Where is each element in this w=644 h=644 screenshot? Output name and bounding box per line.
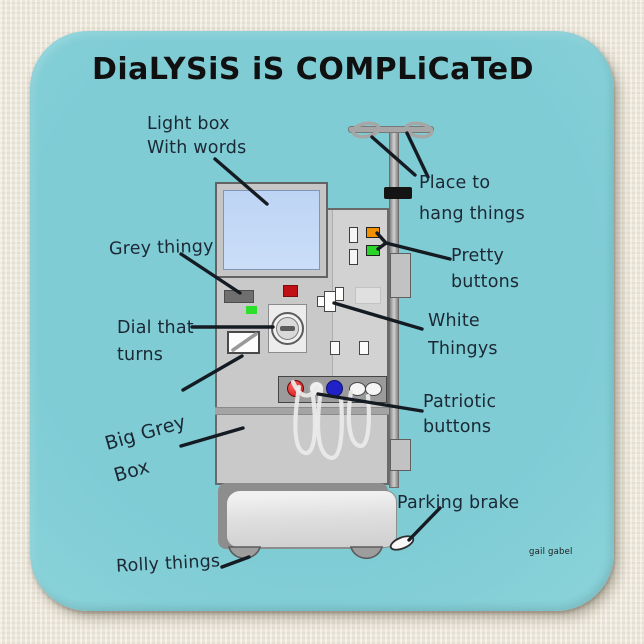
dial-slot bbox=[280, 326, 295, 331]
iv-pole bbox=[389, 128, 399, 488]
white-round-button bbox=[308, 380, 325, 397]
label-white-thingys: White Thingys bbox=[428, 307, 498, 363]
label-line: Patriotic bbox=[423, 392, 497, 412]
label-line: Parking brake bbox=[397, 493, 520, 513]
panel-pad bbox=[355, 287, 381, 304]
pole-bracket-bottom bbox=[390, 439, 411, 471]
label-line: Light box bbox=[147, 114, 230, 134]
small-button-1 bbox=[330, 341, 340, 355]
label-light-box: Light box With words bbox=[147, 112, 246, 160]
blue-round-button bbox=[326, 380, 343, 397]
line-clamp-right bbox=[335, 287, 344, 301]
label-grey-thingy: Grey thingy bbox=[109, 235, 214, 262]
page-title: DiaLYSiS iS COMPLiCaTeD bbox=[91, 52, 535, 87]
small-button-2 bbox=[359, 341, 369, 355]
label-line: Grey thingy bbox=[108, 236, 214, 260]
pole-bracket-top bbox=[390, 253, 411, 298]
label-line: With words bbox=[147, 138, 247, 158]
label-line: hang things bbox=[419, 204, 525, 224]
machine-base bbox=[226, 490, 397, 548]
label-patriotic-buttons: Patriotic buttons bbox=[423, 390, 496, 440]
monitor-screen bbox=[223, 190, 320, 270]
label-place-to-hang: Place to hang things bbox=[419, 168, 525, 230]
label-line: Thingys bbox=[428, 339, 498, 359]
panel-button-1 bbox=[349, 227, 358, 243]
label-line: Pretty bbox=[451, 246, 505, 266]
divider-band bbox=[215, 407, 389, 415]
label-parking-brake: Parking brake bbox=[397, 491, 519, 515]
panel-button-2 bbox=[349, 249, 358, 265]
green-indicator bbox=[246, 306, 257, 314]
oval-button-2 bbox=[365, 382, 382, 396]
label-line: turns bbox=[117, 345, 164, 365]
green-button bbox=[366, 245, 380, 256]
orange-button bbox=[366, 227, 380, 238]
red-indicator bbox=[283, 285, 298, 297]
red-round-button bbox=[287, 380, 304, 397]
label-line: Place to bbox=[419, 173, 491, 193]
grey-indicator bbox=[224, 290, 254, 303]
artist-signature: gail gabel bbox=[529, 547, 573, 557]
iv-pole-crossbar bbox=[348, 126, 434, 133]
label-line: buttons bbox=[423, 417, 492, 437]
label-line: buttons bbox=[451, 272, 520, 292]
label-line: Dial that bbox=[117, 318, 194, 338]
label-dial-that-turns: Dial that turns bbox=[117, 315, 194, 369]
lever-switch bbox=[227, 331, 260, 354]
label-pretty-buttons: Pretty buttons bbox=[451, 243, 519, 295]
pole-clamp bbox=[384, 187, 412, 199]
oval-button-1 bbox=[349, 382, 366, 396]
label-line: White bbox=[428, 311, 480, 331]
